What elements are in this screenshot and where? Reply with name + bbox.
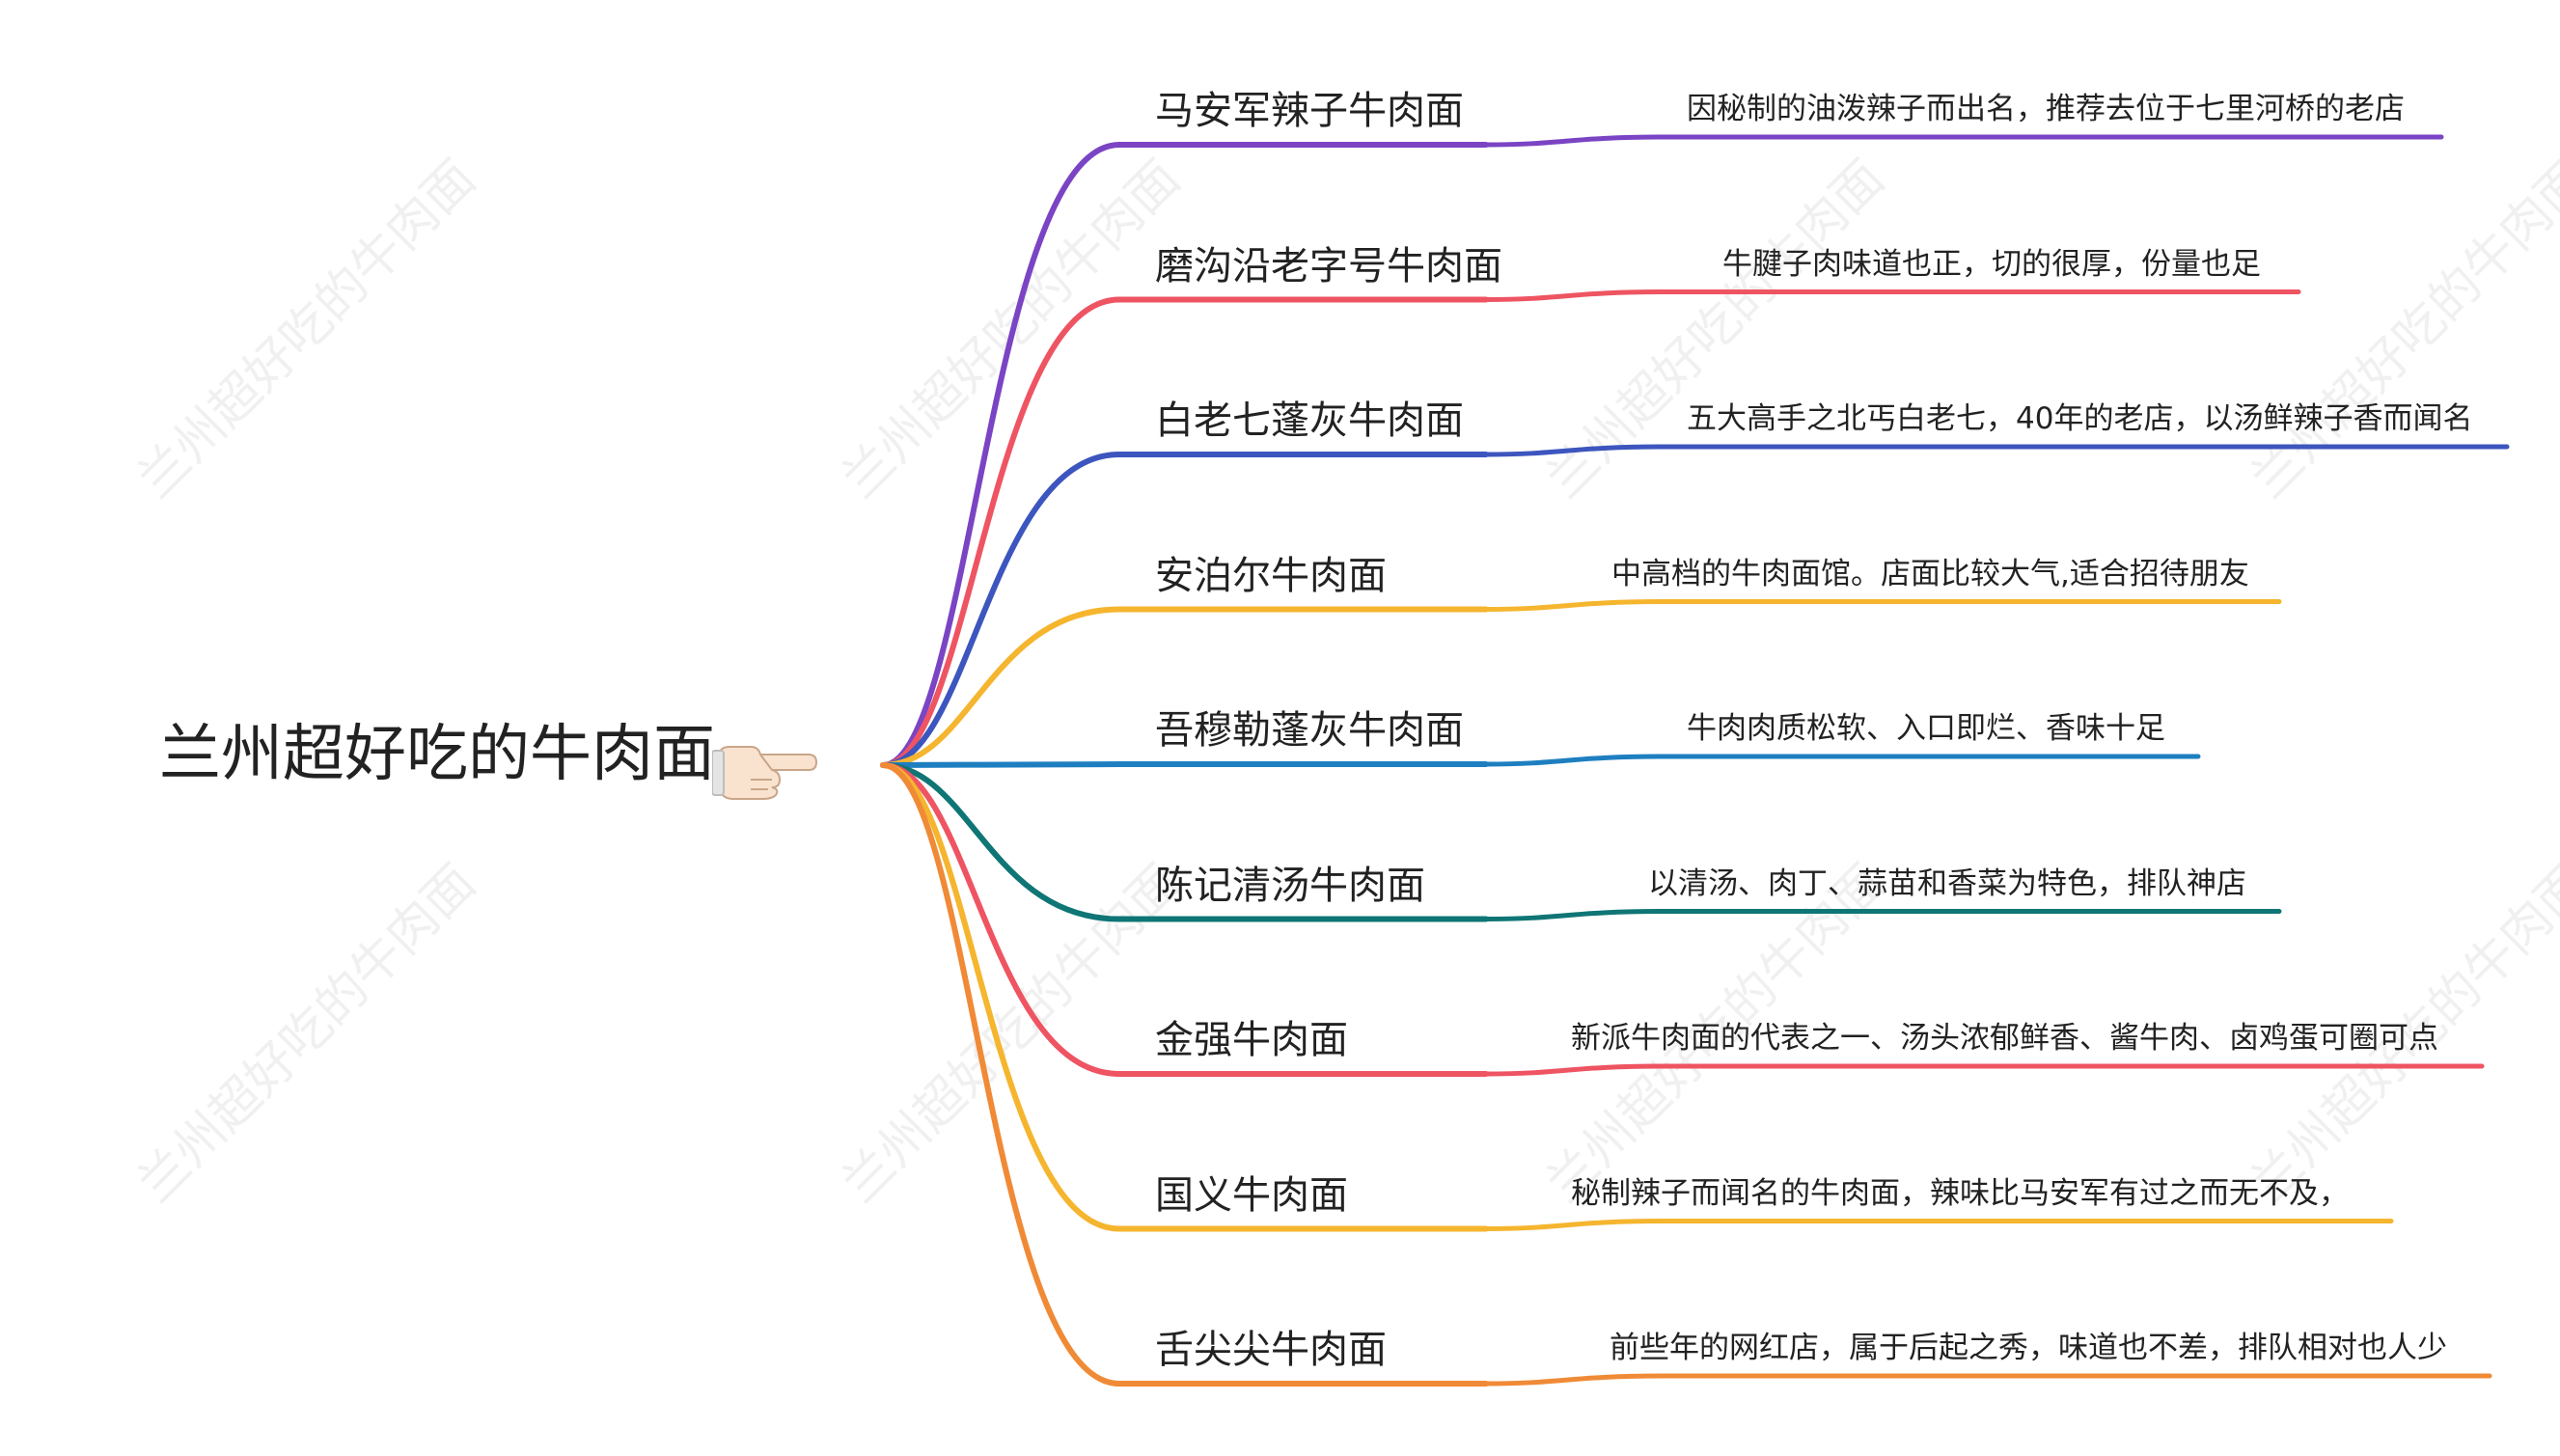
branch-topic[interactable]: 吾穆勒蓬灰牛肉面 xyxy=(1155,708,1464,753)
branch-connector xyxy=(880,762,1489,1232)
branch-topic[interactable]: 磨沟沿老字号牛肉面 xyxy=(1155,243,1502,288)
detail-connector xyxy=(1483,1373,2492,1387)
root-topic[interactable]: 兰州超好吃的牛肉面 xyxy=(159,719,715,790)
branch-connector xyxy=(880,452,1489,768)
detail-connector xyxy=(1483,754,2201,767)
branch-topic[interactable]: 马安军辣子牛肉面 xyxy=(1155,89,1464,133)
branch-connector xyxy=(880,762,1489,922)
detail-connector xyxy=(1483,444,2510,457)
branch-detail[interactable]: 新派牛肉面的代表之一、汤头浓郁鲜香、酱牛肉、卤鸡蛋可圈可点 xyxy=(1571,1021,2438,1056)
detail-connector xyxy=(1483,599,2282,612)
branch-detail[interactable]: 以清汤、肉丁、蒜苗和香菜为特色，排队神店 xyxy=(1648,865,2246,901)
branch-topic[interactable]: 金强牛肉面 xyxy=(1155,1018,1348,1062)
detail-connector xyxy=(1483,909,2282,921)
branch-detail[interactable]: 牛腱子肉味道也正，切的很厚，份量也足 xyxy=(1722,246,2261,282)
branch-connector xyxy=(880,296,1489,768)
detail-connector xyxy=(1483,1063,2485,1077)
branch-connector xyxy=(880,761,1489,768)
branch-connector xyxy=(880,762,1489,1077)
detail-connector xyxy=(1483,1219,2394,1231)
branch-topic[interactable]: 安泊尔牛肉面 xyxy=(1155,553,1387,598)
branch-detail[interactable]: 因秘制的油泼辣子而出名，推荐去位于七里河桥的老店 xyxy=(1687,92,2405,126)
branch-detail[interactable]: 五大高手之北丐白老七，40年的老店，以汤鲜辣子香而闻名 xyxy=(1687,401,2473,436)
branch-topic[interactable]: 陈记清汤牛肉面 xyxy=(1155,863,1425,908)
pointing-hand-icon xyxy=(712,746,818,800)
branch-detail[interactable]: 中高档的牛肉面馆。店面比较大气,适合招待朋友 xyxy=(1611,556,2249,591)
detail-connector xyxy=(1483,134,2444,148)
branch-topic[interactable]: 白老七蓬灰牛肉面 xyxy=(1155,398,1464,443)
branch-connector xyxy=(880,762,1489,1387)
branch-detail[interactable]: 牛肉肉质松软、入口即烂、香味十足 xyxy=(1687,711,2165,746)
branch-topic[interactable]: 国义牛肉面 xyxy=(1155,1172,1348,1218)
branch-connector xyxy=(880,142,1489,768)
detail-connector xyxy=(1483,289,2301,302)
branch-detail[interactable]: 秘制辣子而闻名的牛肉面，辣味比马安军有过之而无不及， xyxy=(1571,1175,2349,1211)
branch-detail[interactable]: 前些年的网红店，属于后起之秀，味道也不差，排队相对也人少 xyxy=(1610,1331,2447,1365)
branch-topic[interactable]: 舌尖尖牛肉面 xyxy=(1155,1328,1387,1372)
branch-connector xyxy=(880,606,1489,768)
